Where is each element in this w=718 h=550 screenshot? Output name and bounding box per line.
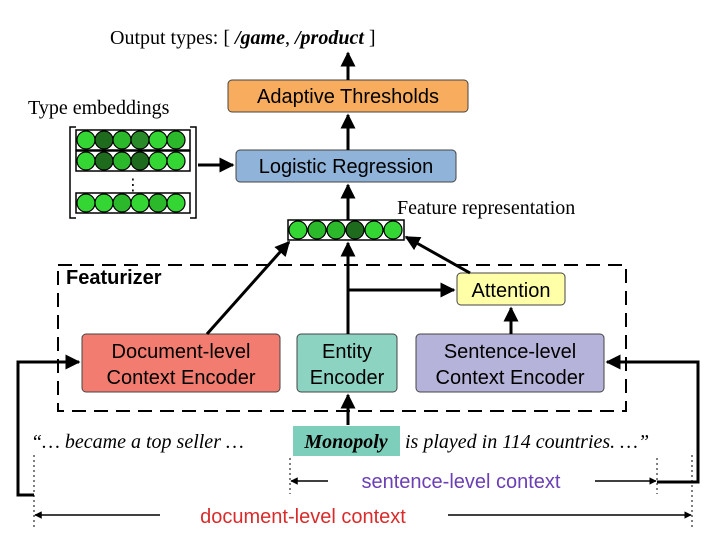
entity-encoder-label-line2: Encoder [310,367,385,389]
arrow-sentence-context-to-encoder [605,354,700,484]
arrow-attention-to-features [404,235,471,275]
type-embedding-row-1 [75,129,191,151]
arrow-document-context-to-encoder [16,354,81,497]
matrix-left-bracket [69,126,76,219]
document-encoder-label-line1: Document-level [112,341,251,363]
adaptive-thresholds-label: Adaptive Thresholds [257,86,439,108]
mention-highlight [293,426,400,456]
type-embedding-row-2 [75,150,191,172]
attention-label: Attention [472,280,551,302]
sentence-context-label: sentence-level context [361,471,560,493]
arrow-document-encoder-to-features [205,240,291,335]
sentence-text-after: is played in 114 countries. …” [405,431,649,453]
featurizer-box [57,264,627,412]
logistic-regression-box [235,149,457,183]
logistic-regression-label: Logistic Regression [259,156,434,178]
matrix-right-bracket [190,126,197,219]
sentence-encoder-label-line2: Context Encoder [436,367,585,389]
feature-vector [287,219,405,241]
sentence-encoder-label-line1: Sentence-level [444,341,576,363]
document-encoder-label-line2: Context Encoder [107,367,256,389]
output-types-label: Output types: [ /game, /product ] [110,27,376,49]
vertical-ellipsis-icon: ⋮ [125,177,141,194]
document-context-label: document-level context [200,506,406,528]
type-embedding-row-3 [75,192,191,214]
document-encoder-box [81,333,281,393]
type-embeddings-label: Type embeddings [28,97,170,119]
entity-encoder-label-line1: Entity [322,341,372,363]
attention-box [456,272,566,306]
mention-text: Monopoly [303,431,387,453]
feature-representation-label: Feature representation [397,197,575,219]
featurizer-label: Featurizer [66,267,162,289]
sentence-text-before: “… became a top seller … [31,431,244,453]
